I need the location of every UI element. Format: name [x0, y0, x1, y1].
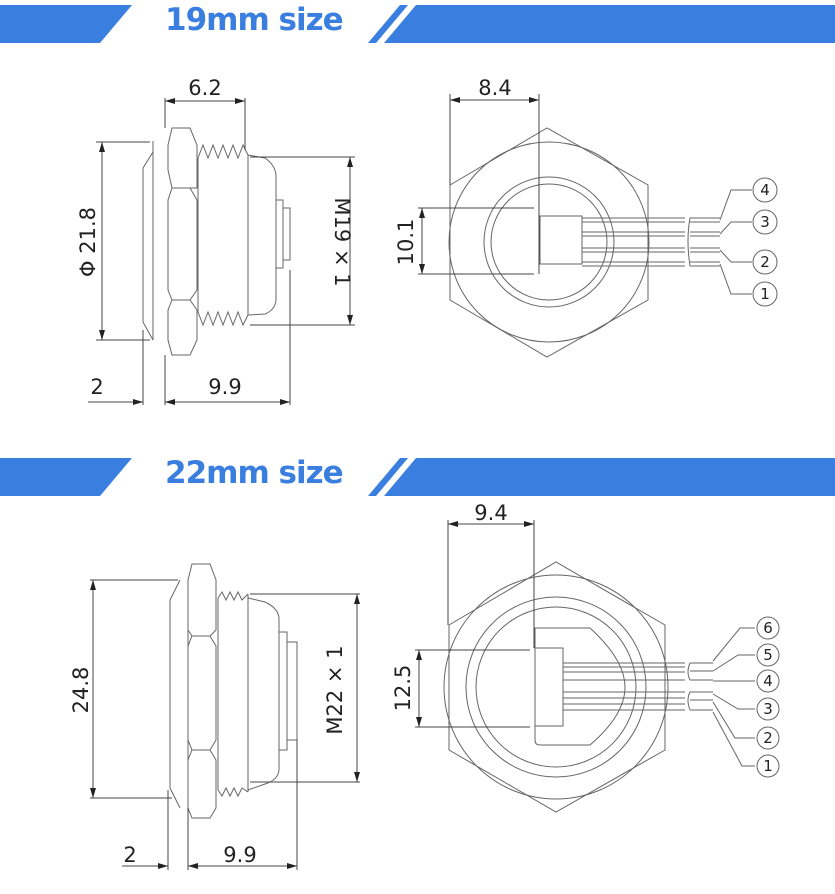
- side-view-19mm-dimensions: [88, 98, 355, 405]
- drawing-19mm: 6.2 Φ 21.8 M19 × 1 2 9.9 8.4 10.1: [76, 76, 778, 405]
- dim-depth: 9.9: [208, 375, 241, 399]
- dim-top: 6.2: [188, 76, 221, 100]
- pin-label: 1: [763, 757, 773, 775]
- front-view-19mm: [448, 127, 778, 358]
- dim-front-height: 10.1: [394, 219, 418, 266]
- front-view-22mm-dimensions: [415, 520, 535, 728]
- pin-label: 4: [760, 181, 770, 199]
- dim-front-width: 8.4: [478, 76, 511, 100]
- pin-label: 5: [763, 646, 773, 664]
- section-banner-19mm: 19mm size: [0, 0, 835, 45]
- drawing-22mm: 24.8 M22 × 1 2 9.9: [69, 501, 780, 870]
- side-view-22mm: [169, 563, 298, 819]
- banner-stripes-icon: [0, 5, 835, 43]
- dim-thread: M19 × 1: [330, 197, 354, 286]
- pin-label: 4: [763, 672, 773, 690]
- dim-front-height: 12.5: [391, 665, 415, 712]
- dim-bezel: 2: [123, 843, 136, 867]
- side-view-22mm-dimensions: [90, 579, 360, 870]
- pin-label: 6: [763, 619, 773, 637]
- dim-bezel: 2: [90, 375, 103, 399]
- section-banner-22mm: 22mm size: [0, 453, 835, 498]
- dim-diameter: 24.8: [69, 667, 93, 714]
- pin-label: 1: [760, 285, 770, 303]
- dim-diameter: Φ 21.8: [76, 207, 100, 277]
- banner-stripes-icon: [0, 458, 835, 496]
- front-view-19mm-dimensions: [418, 94, 540, 275]
- side-view-19mm: [142, 127, 291, 356]
- front-view-22mm: [443, 561, 780, 813]
- section-title: 19mm size: [165, 2, 344, 38]
- pin-label: 3: [760, 213, 770, 231]
- dim-front-width: 9.4: [474, 501, 507, 525]
- pin-label: 2: [763, 729, 773, 747]
- dim-depth: 9.9: [223, 843, 256, 867]
- pin-label: 2: [760, 253, 770, 271]
- section-title: 22mm size: [165, 455, 344, 491]
- pin-label: 3: [763, 700, 773, 718]
- dim-thread: M22 × 1: [323, 645, 347, 734]
